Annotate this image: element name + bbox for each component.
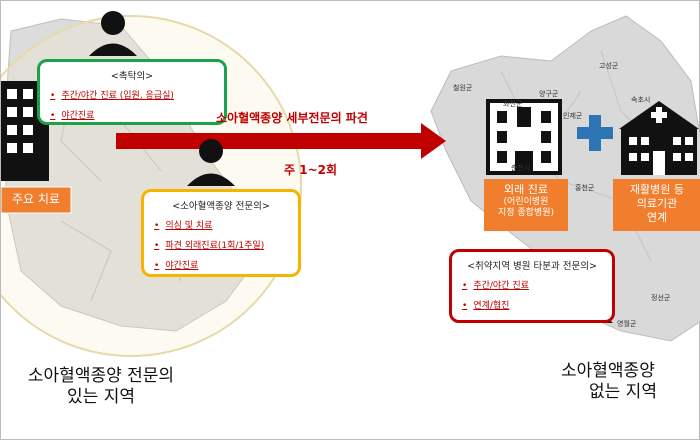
plus-icon <box>577 115 613 151</box>
place-goseong: 고성군 <box>599 62 619 70</box>
box3-item: 주간/야간 진료 <box>462 278 612 291</box>
specialist-box: <소아혈액종양 전문의> 의심 및 치료 파견 외래진료(1회/1주일) 야간진… <box>141 189 301 277</box>
rehab-label: 재활병원 등 의료기관 연계 <box>613 183 700 224</box>
box2-title: <소아혈액종양 전문의> <box>172 201 270 212</box>
box3-item: 연계/협진 <box>462 298 612 311</box>
box2-item: 의심 및 치료 <box>154 218 298 231</box>
rehab-label-line3: 연계 <box>646 210 668 224</box>
place-cheorwon: 철원군 <box>453 84 473 92</box>
place-hwacheon: 화천군 <box>503 100 523 108</box>
arrow-label: 소아혈액종양 세부전문의 파견 <box>216 111 368 125</box>
place-hongcheon: 홍천군 <box>575 184 595 192</box>
place-sokcho: 속초시 <box>631 96 651 104</box>
place-jeongseon: 정선군 <box>651 294 671 302</box>
right-region-label: 소아혈액종양 없는 지역 <box>561 361 700 404</box>
place-chuncheon: 춘천시 <box>511 164 531 172</box>
box1-item: 주간/야간 진료 (입원, 응급실) <box>50 88 224 101</box>
outpatient-hospital-icon <box>486 99 562 175</box>
left-region-label-line2: 있는 지역 <box>67 387 135 408</box>
right-region-map <box>430 15 700 342</box>
rehab-label-line1: 재활병원 등 <box>629 183 685 196</box>
doctor-icon-top <box>89 11 137 56</box>
box1-title: <촉탁의> <box>110 71 154 82</box>
box1-item: 야간진료 <box>50 108 224 121</box>
left-region-label: 소아혈액종양 전문의 있는 지역 <box>1 366 201 409</box>
place-inje: 인제군 <box>563 112 583 120</box>
doctor-icon-middle <box>187 139 235 186</box>
box2-item: 파견 외래진료(1회/1주일) <box>154 238 298 251</box>
main-treatment-label: 주요 치료 <box>12 192 60 206</box>
main-treatment-badge <box>1 186 72 214</box>
vulnerable-area-box: <취약지역 병원 타분과 전문의> 주간/야간 진료 연계/협진 <box>449 249 615 323</box>
rehab-badge <box>613 179 700 231</box>
left-region-label-line1: 소아혈액종양 전문의 <box>27 366 175 386</box>
right-region-label-line2: 없는 지역 <box>589 382 657 403</box>
rehab-label-line2: 의료기관 <box>636 196 678 210</box>
outpatient-label: 외래 진료 (어린이병원 지정 종합병원) <box>484 183 568 219</box>
right-region-label-line1: 소아혈액종양 <box>561 361 655 381</box>
arrow-frequency: 주 1~2회 <box>284 163 338 177</box>
rehab-hospital-icon <box>619 101 699 175</box>
outpatient-label-line1: 외래 진료 <box>504 183 548 196</box>
outpatient-badge <box>484 179 568 231</box>
dispatch-arrow <box>116 123 446 159</box>
box3-title: <취약지역 병원 타분과 전문의> <box>467 261 597 272</box>
outpatient-label-line3: 지정 종합병원) <box>497 208 555 218</box>
outpatient-label-line2: (어린이병원 <box>503 196 549 207</box>
place-yanggu: 양구군 <box>539 90 559 98</box>
commissioned-doctor-box: <촉탁의> 주간/야간 진료 (입원, 응급실) 야간진료 <box>37 59 227 125</box>
box2-item: 야간진료 <box>154 258 298 271</box>
place-yeongwol: 영월군 <box>617 320 637 328</box>
